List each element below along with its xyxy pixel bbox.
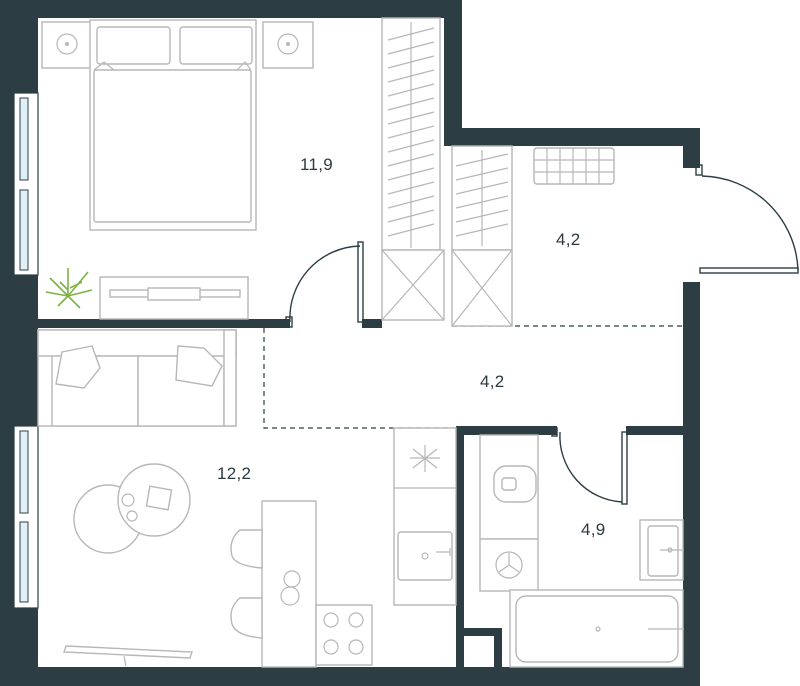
nightstand-right bbox=[262, 21, 314, 69]
kitchen-cabinets bbox=[393, 427, 457, 606]
window-living-room bbox=[13, 425, 39, 609]
hanger-line bbox=[387, 223, 435, 237]
plant-icon bbox=[45, 268, 93, 309]
bathroom-sink bbox=[639, 519, 684, 581]
room-area-bathroom: 4,9 bbox=[581, 520, 606, 539]
door-bathroom[interactable] bbox=[551, 427, 628, 505]
hanger-line bbox=[387, 125, 435, 139]
coffee-table bbox=[73, 463, 191, 554]
room-area-living-kitchen: 12,2 bbox=[217, 464, 252, 483]
room-area-hall: 4,2 bbox=[556, 230, 581, 249]
hanger-line bbox=[455, 181, 509, 195]
hanger-line bbox=[387, 139, 435, 153]
hanger-line bbox=[455, 167, 509, 181]
hanger-line bbox=[455, 209, 509, 223]
hanger-line bbox=[387, 55, 435, 69]
bathtub bbox=[509, 589, 684, 668]
hanger-line bbox=[387, 167, 435, 181]
nightstand-left bbox=[41, 21, 93, 69]
room-area-bedroom: 11,9 bbox=[300, 155, 334, 174]
hanger-line bbox=[387, 181, 435, 195]
washing-machine bbox=[479, 538, 539, 592]
interior-walls bbox=[38, 319, 683, 686]
stove bbox=[315, 604, 373, 666]
double-bed bbox=[89, 19, 257, 231]
chair-2 bbox=[230, 597, 263, 639]
toilet bbox=[479, 434, 539, 540]
shoe-rack bbox=[533, 147, 615, 185]
hanger-line bbox=[455, 195, 509, 209]
hanger-line bbox=[455, 223, 509, 237]
hanger-line bbox=[387, 97, 435, 111]
hanger-line bbox=[387, 83, 435, 97]
hanger-line bbox=[387, 41, 435, 55]
hall-wardrobe bbox=[451, 145, 513, 327]
dining-counter bbox=[261, 500, 317, 668]
chair-1 bbox=[230, 529, 263, 569]
tv-bench bbox=[63, 645, 193, 667]
door-entrance[interactable] bbox=[695, 164, 799, 274]
window-bedroom bbox=[13, 92, 39, 276]
hanger-line bbox=[387, 209, 435, 223]
hanger-line bbox=[387, 195, 435, 209]
hanger-line bbox=[455, 153, 509, 167]
hanger-line bbox=[387, 27, 435, 41]
hanger-line bbox=[387, 111, 435, 125]
hanger-line bbox=[387, 69, 435, 83]
room-area-corridor: 4,2 bbox=[480, 372, 505, 391]
sofa bbox=[37, 329, 237, 427]
zone-line-living bbox=[263, 328, 457, 429]
wardrobe bbox=[381, 17, 445, 321]
door-bedroom[interactable] bbox=[285, 241, 364, 328]
hanger-line bbox=[387, 153, 435, 167]
tv-stand bbox=[99, 276, 249, 320]
